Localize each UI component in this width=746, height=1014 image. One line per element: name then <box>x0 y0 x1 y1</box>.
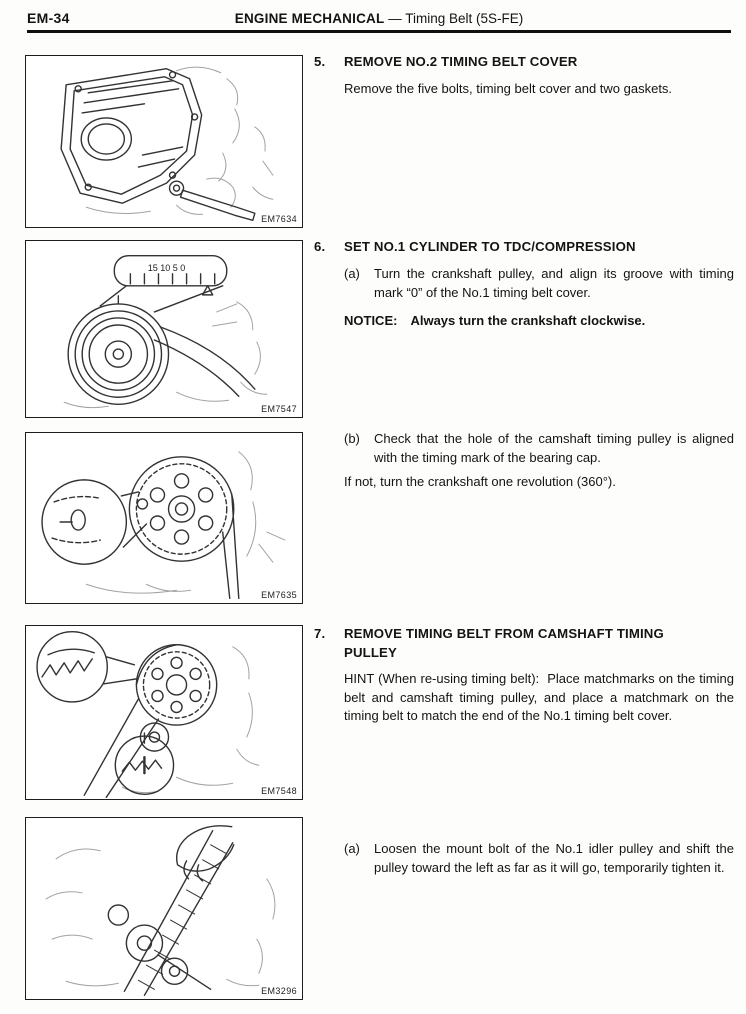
figure-code: EM7635 <box>258 590 297 600</box>
step-title: SET NO.1 CYLINDER TO TDC/COMPRESSION <box>344 239 636 254</box>
timing-scale-label: 15 10 5 0 <box>148 263 186 273</box>
figure-no2-cover-removal: EM7634 <box>25 55 303 228</box>
illustration-idler-pulley-loosen-icon <box>45 825 276 997</box>
step-7a-block: (a) Loosen the mount bolt of the No.1 id… <box>314 840 734 878</box>
section-title: ENGINE MECHANICAL — Timing Belt (5S-FE) <box>235 11 523 26</box>
illustration-camshaft-pulley-alignment-icon <box>41 451 286 599</box>
hint-text: HINT (When re-using timing belt): Place … <box>344 670 734 724</box>
notice-line: NOTICE: Always turn the crankshaft clockw… <box>344 312 734 331</box>
illustration-belt-matchmarks-icon <box>36 631 260 799</box>
notice-label: NOTICE: <box>344 313 398 329</box>
step-title: REMOVE TIMING BELT FROM CAMSHAFT TIMING … <box>344 626 664 661</box>
illustration-no2-cover-removal-icon <box>60 66 274 221</box>
figure-idler-pulley-loosen: EM3296 <box>25 817 303 1000</box>
figure-crankshaft-timing-mark: 15 10 5 0 EM7547 <box>25 240 303 418</box>
step-5-heading: 5. REMOVE NO.2 TIMING BELT COVER <box>314 52 734 71</box>
page-code: EM-34 <box>27 10 70 26</box>
step-7-heading: 7. REMOVE TIMING BELT FROM CAMSHAFT TIMI… <box>314 624 734 663</box>
step-number: 7. <box>314 626 326 641</box>
figure-belt-matchmarks: EM7548 <box>25 625 303 800</box>
step-6b-block: (b) Check that the hole of the camshaft … <box>314 430 734 492</box>
section-title-main: ENGINE MECHANICAL <box>234 11 385 26</box>
substep-label: (a) <box>344 266 360 282</box>
figure-code: EM7634 <box>258 214 297 224</box>
figure-code: EM7547 <box>258 404 297 414</box>
step-6-block: 6. SET NO.1 CYLINDER TO TDC/COMPRESSION … <box>314 237 734 331</box>
illustration-crankshaft-timing-mark-icon: 15 10 5 0 <box>63 255 268 409</box>
substep-text: Loosen the mount bolt of the No.1 idler … <box>374 841 734 875</box>
substep-b: (b) Check that the hole of the camshaft … <box>344 430 734 468</box>
step-5-body: Remove the five bolts, timing belt cover… <box>344 81 673 97</box>
substep-label: (b) <box>344 431 360 446</box>
substep-text: Check that the hole of the camshaft timi… <box>374 431 734 465</box>
step-title: REMOVE NO.2 TIMING BELT COVER <box>344 54 578 69</box>
step-5-block: 5. REMOVE NO.2 TIMING BELT COVER Remove … <box>314 52 734 99</box>
substep-text: Turn the crankshaft pulley, and align it… <box>374 266 734 301</box>
figure-camshaft-pulley-alignment: EM7635 <box>25 432 303 604</box>
substep-a: (a) Loosen the mount bolt of the No.1 id… <box>344 840 734 878</box>
notice-text: Always turn the crankshaft clockwise. <box>410 313 646 329</box>
follow-up-text: If not, turn the crankshaft one revoluti… <box>344 473 616 489</box>
figure-code: EM3296 <box>258 986 297 996</box>
page-header: EM-34 ENGINE MECHANICAL — Timing Belt (5… <box>27 8 731 33</box>
substep-a: (a) Turn the crankshaft pulley, and alig… <box>344 265 734 303</box>
figure-code: EM7548 <box>258 786 297 796</box>
step-7-block: 7. REMOVE TIMING BELT FROM CAMSHAFT TIMI… <box>314 624 734 726</box>
step-6-heading: 6. SET NO.1 CYLINDER TO TDC/COMPRESSION <box>314 237 734 256</box>
section-title-sub: — Timing Belt (5S-FE) <box>388 11 524 26</box>
step-number: 6. <box>314 239 326 254</box>
substep-label: (a) <box>344 841 360 856</box>
step-number: 5. <box>314 54 326 69</box>
